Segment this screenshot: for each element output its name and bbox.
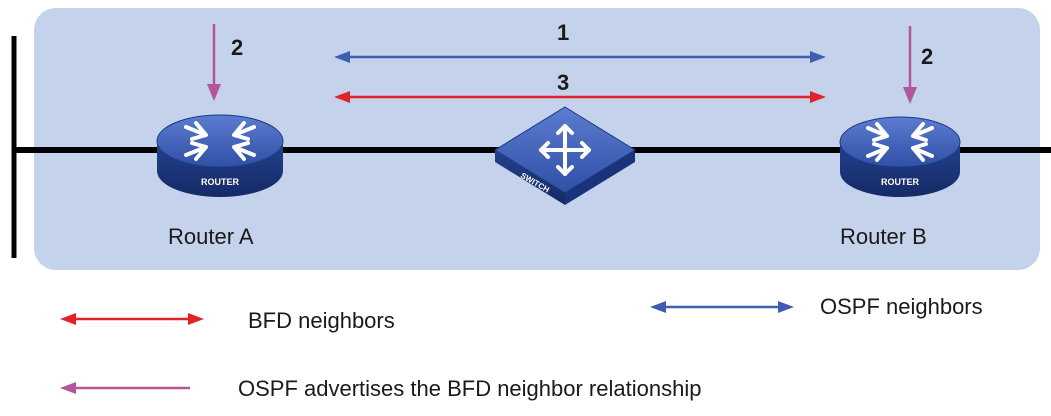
legend-ospf-label: OSPF neighbors (820, 294, 983, 319)
advertise-arrow-router-a (207, 24, 221, 101)
router-b-icon-text: ROUTER (881, 177, 920, 187)
legend-bfd-arrow (60, 313, 204, 325)
advertise-arrow-router-b (903, 26, 917, 104)
router-a-icon-text: ROUTER (201, 177, 240, 187)
ospf-neighbor-arrow (334, 51, 826, 63)
step-2-label-router-b: 2 (921, 44, 934, 69)
legend-advertise-arrow (60, 382, 190, 394)
router-a-label: Router A (168, 224, 254, 249)
step-2-label-router-a: 2 (231, 35, 244, 60)
router-a-icon: ROUTER (156, 114, 284, 197)
step-3-label: 3 (557, 70, 570, 95)
switch-icon: SWITCH (494, 106, 636, 205)
legend-ospf-arrow (650, 301, 794, 313)
bfd-neighbor-arrow (334, 91, 826, 103)
step-1-label: 1 (557, 20, 570, 45)
legend-advertise-label: OSPF advertises the BFD neighbor relatio… (238, 376, 702, 401)
legend-bfd-label: BFD neighbors (248, 308, 395, 333)
router-b-label: Router B (840, 224, 927, 249)
router-b-icon: ROUTER (839, 116, 961, 197)
